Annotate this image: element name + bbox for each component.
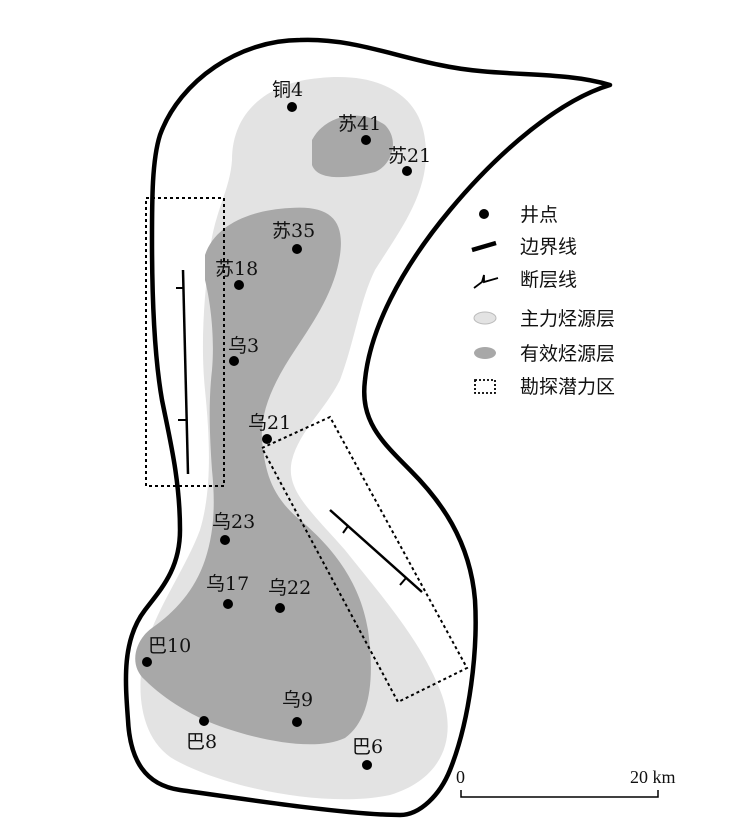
well-point [287, 102, 297, 112]
well-point [229, 356, 239, 366]
legend-boundary-symbol [471, 240, 497, 253]
well-point [199, 716, 209, 726]
well-point [361, 135, 371, 145]
legend-effective-source-label: 有效烃源层 [520, 343, 615, 365]
well-point [220, 535, 230, 545]
legend-effective-source-symbol [474, 347, 496, 359]
well-label: 乌23 [212, 511, 255, 533]
well-label: 乌22 [268, 577, 311, 599]
well-label: 苏18 [215, 258, 258, 280]
legend-fault-label: 断层线 [520, 269, 577, 291]
effective-source-zone [312, 115, 393, 178]
legend-main-source-label: 主力烃源层 [520, 308, 615, 330]
well-point [234, 280, 244, 290]
well-point [402, 166, 412, 176]
well-label: 乌9 [282, 689, 313, 711]
well-point [362, 760, 372, 770]
well-label: 乌3 [228, 335, 259, 357]
boundary-line [123, 37, 613, 818]
legend: 井点 边界线 断层线 主力烃源层 有效烃源层 勘探潜力区 [471, 204, 615, 398]
well-label: 乌21 [248, 412, 291, 434]
legend-potential-zone-symbol [474, 379, 496, 394]
effective-source-zone-main [135, 207, 371, 745]
well-point [292, 717, 302, 727]
well-label: 巴10 [148, 635, 191, 657]
well-point [223, 599, 233, 609]
fault-line-west [181, 269, 190, 475]
scale-line [460, 790, 659, 798]
potential-zone-west [145, 197, 225, 487]
well-label: 铜4 [272, 79, 303, 101]
legend-main-source-symbol [473, 311, 497, 325]
well-point [262, 434, 272, 444]
legend-boundary-label: 边界线 [520, 236, 577, 258]
legend-potential-zone-label: 勘探潜力区 [520, 376, 615, 398]
scale-start-label: 0 [456, 767, 465, 787]
well-point [275, 603, 285, 613]
fault-tick [342, 525, 349, 534]
well-label: 苏35 [272, 220, 315, 242]
well-label: 苏41 [338, 113, 381, 135]
well-point [142, 657, 152, 667]
well-label: 巴8 [186, 731, 217, 753]
well-label: 苏21 [388, 145, 431, 167]
scale-end-label: 20 km [630, 767, 676, 787]
legend-well-label: 井点 [520, 204, 558, 226]
potential-zone-east [260, 415, 469, 704]
well-label: 乌17 [206, 573, 249, 595]
fault-tick [399, 577, 407, 586]
legend-well-symbol [479, 209, 489, 219]
fault-line-east [329, 509, 423, 593]
well-label: 巴6 [352, 736, 383, 758]
well-point [292, 244, 302, 254]
scale-bar: 0 20 km [456, 767, 676, 798]
legend-fault-symbol [473, 274, 499, 289]
wells-layer: 铜4 苏41 苏21 苏35 苏18 乌3 乌21 乌23 乌17 乌22 巴1… [142, 79, 431, 770]
